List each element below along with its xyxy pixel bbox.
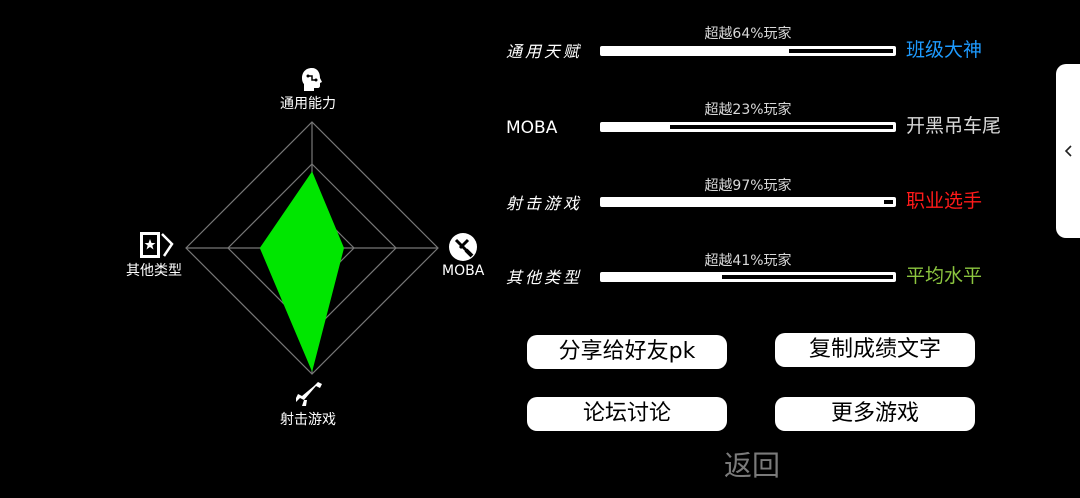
moba-icon [448, 232, 478, 266]
side-drawer-tab[interactable] [1056, 64, 1080, 238]
rank-other: 平均水平 [906, 265, 983, 287]
row-label-general: 通用天赋 [506, 42, 583, 61]
chevron-left-icon [1064, 145, 1072, 157]
head-icon [298, 66, 326, 98]
progress-bar-shooter [600, 197, 896, 207]
progress-fill-moba [603, 125, 670, 129]
card-icon [138, 230, 174, 264]
row-label-moba: MOBA [506, 118, 558, 138]
radar-chart [185, 121, 439, 375]
back-button[interactable]: 返回 [723, 449, 780, 482]
percent-text-shooter: 超越97%玩家 [704, 178, 792, 194]
axis-label-shooter: 射击游戏 [280, 412, 336, 428]
progress-fill-other [603, 275, 722, 279]
forum-button[interactable]: 论坛讨论 [527, 397, 727, 431]
progress-fill-shooter [603, 200, 885, 204]
axis-label-general: 通用能力 [280, 96, 336, 112]
progress-bar-moba [600, 122, 896, 132]
copy-results-button[interactable]: 复制成绩文字 [775, 333, 975, 367]
percent-text-moba: 超越23%玩家 [704, 102, 792, 118]
row-label-other: 其他类型 [506, 268, 583, 287]
axis-label-moba: MOBA [442, 263, 485, 279]
rank-shooter: 职业选手 [906, 190, 983, 212]
progress-bar-general [600, 46, 896, 56]
more-games-button[interactable]: 更多游戏 [775, 397, 975, 431]
rank-general: 班级大神 [906, 39, 983, 61]
progress-bar-other [600, 272, 896, 282]
percent-text-other: 超越41%玩家 [704, 253, 792, 269]
gun-icon [294, 380, 324, 412]
share-button[interactable]: 分享给好友pk [527, 335, 727, 369]
rank-moba: 开黑吊车尾 [906, 115, 1002, 137]
percent-text-general: 超越64%玩家 [704, 26, 792, 42]
radar-data-polygon [259, 171, 345, 372]
axis-label-other: 其他类型 [126, 263, 182, 279]
progress-fill-general [603, 49, 789, 53]
row-label-shooter: 射击游戏 [506, 194, 583, 213]
